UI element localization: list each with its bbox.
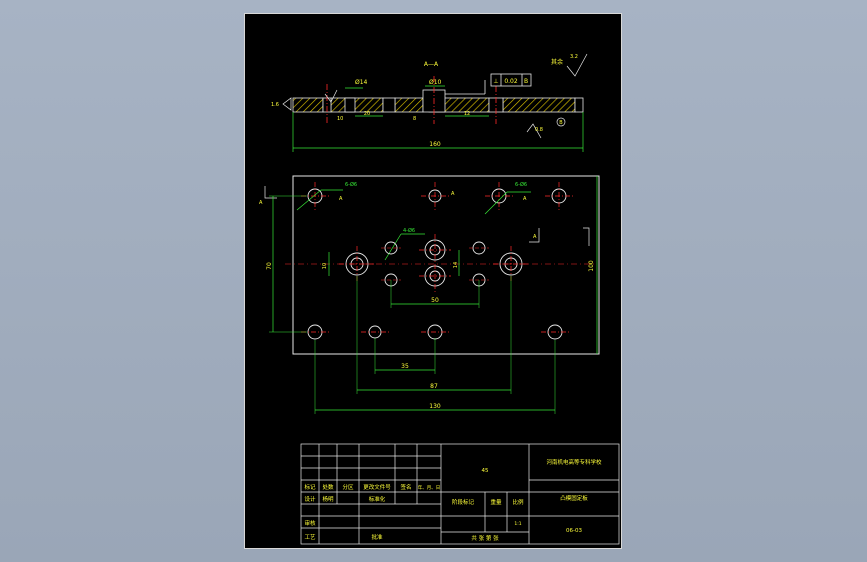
hole-note-a-right: 6-Ø6 — [515, 181, 527, 188]
dim-mid-depth: 8 — [413, 116, 416, 122]
roughness-note: 其余 3.2 — [551, 53, 588, 77]
datum-label: B — [559, 120, 563, 126]
dim-section-width: 160 — [429, 141, 441, 148]
gdt-symbol: ⊥ — [493, 78, 498, 85]
dim-130: 130 — [429, 403, 441, 410]
hole-bottom-4 — [541, 324, 569, 340]
roughness-symbol-top — [324, 89, 338, 103]
section-label: A—A — [424, 61, 439, 68]
drawing-sheet: A—A Ø14 Ø10 ⊥ 0.02 B — [244, 13, 622, 549]
val-scale: 1:1 — [514, 521, 521, 527]
hole-note-a-left: 6-Ø6 — [345, 181, 357, 188]
hdr-zone: 分区 — [342, 483, 354, 491]
lbl-review: 审核 — [304, 519, 316, 527]
dim-spacing-b: 12 — [464, 111, 470, 117]
lbl-stage-mark: 阶段标记 — [452, 498, 475, 506]
section-hatch-5 — [502, 97, 576, 113]
hdr-date: 年、月、日 — [418, 484, 441, 491]
hole-bottom-3 — [421, 324, 449, 340]
hole-punch-lower — [419, 234, 451, 294]
title-material: 45 — [482, 468, 489, 474]
view-label-4: A — [533, 234, 537, 240]
dim-height-70: 70 — [266, 262, 273, 270]
section-counterbore — [344, 97, 356, 113]
title-block — [300, 443, 620, 545]
title-block-text: 45 河南机电高等专科学校 凸模固定板 06-03 标记 处数 分区 更改文件号… — [304, 458, 602, 542]
hole-top-right-a — [485, 182, 513, 210]
hdr-sign: 签名 — [400, 483, 411, 491]
gdt-value: 0.02 — [504, 78, 518, 85]
section-hatch-3 — [394, 97, 424, 113]
lbl-approve: 批准 — [371, 533, 383, 541]
lbl-sheets: 共 张 第 张 — [471, 534, 499, 542]
gdt-datum: B — [524, 78, 528, 85]
plate-outline — [292, 175, 600, 355]
plan-view: 6-Ø6 6-Ø6 4-Ø6 A A A A A — [259, 175, 600, 414]
dim-d14: Ø14 — [355, 79, 368, 86]
svg-text:1.6: 1.6 — [271, 102, 279, 108]
svg-text:其余: 其余 — [551, 58, 563, 66]
lbl-design-name: 杨明 — [322, 495, 334, 503]
hole-top-right-b — [545, 182, 573, 210]
lbl-standardize: 标准化 — [369, 495, 386, 503]
roughness-symbol-left: 1.6 — [271, 97, 292, 111]
section-view: A—A Ø14 Ø10 ⊥ 0.02 B — [271, 53, 588, 152]
gdt-frame: ⊥ 0.02 B — [445, 73, 532, 95]
view-label-1: A — [339, 196, 343, 202]
section-hatch-2 — [330, 97, 384, 113]
hdr-count: 处数 — [322, 483, 334, 491]
view-label-3: A — [523, 196, 527, 202]
hdr-mark: 标记 — [304, 483, 316, 491]
dim-small-14: 14 — [453, 262, 459, 268]
lbl-process: 工艺 — [304, 534, 316, 541]
title-drawing-no: 06-03 — [566, 528, 582, 534]
dim-small-10: 10 — [322, 263, 328, 269]
dim-d10: Ø10 — [429, 79, 442, 86]
lbl-weight: 重量 — [490, 498, 502, 506]
dim-35: 35 — [401, 363, 409, 370]
section-hatch-1 — [292, 97, 324, 113]
dim-height-100: 100 — [588, 260, 595, 272]
dim-87: 87 — [430, 383, 438, 390]
svg-text:3.2: 3.2 — [570, 54, 578, 60]
svg-text:0.8: 0.8 — [535, 127, 543, 133]
hole-bottom-2 — [361, 325, 389, 339]
roughness-symbol-right: 0.8 — [526, 123, 543, 139]
lbl-design: 设计 — [304, 495, 316, 503]
title-part-name: 凸模固定板 — [560, 494, 588, 502]
hole-top-center — [421, 182, 449, 210]
dim-spacing-a: 20 — [364, 111, 370, 117]
section-hole-2 — [382, 97, 396, 113]
cad-drawing: A—A Ø14 Ø10 ⊥ 0.02 B — [259, 53, 620, 545]
datum-circle — [556, 117, 566, 127]
dim-left-depth: 10 — [337, 116, 343, 122]
view-label-2: A — [451, 191, 455, 197]
hdr-change-doc: 更改文件号 — [363, 483, 391, 491]
dim-50: 50 — [431, 297, 439, 304]
lbl-scale: 比例 — [512, 498, 524, 506]
title-school: 河南机电高等专科学校 — [546, 458, 602, 466]
view-label-5: A — [259, 200, 263, 206]
hole-note-b: 4-Ø6 — [403, 227, 415, 234]
section-hole-4 — [574, 97, 584, 113]
